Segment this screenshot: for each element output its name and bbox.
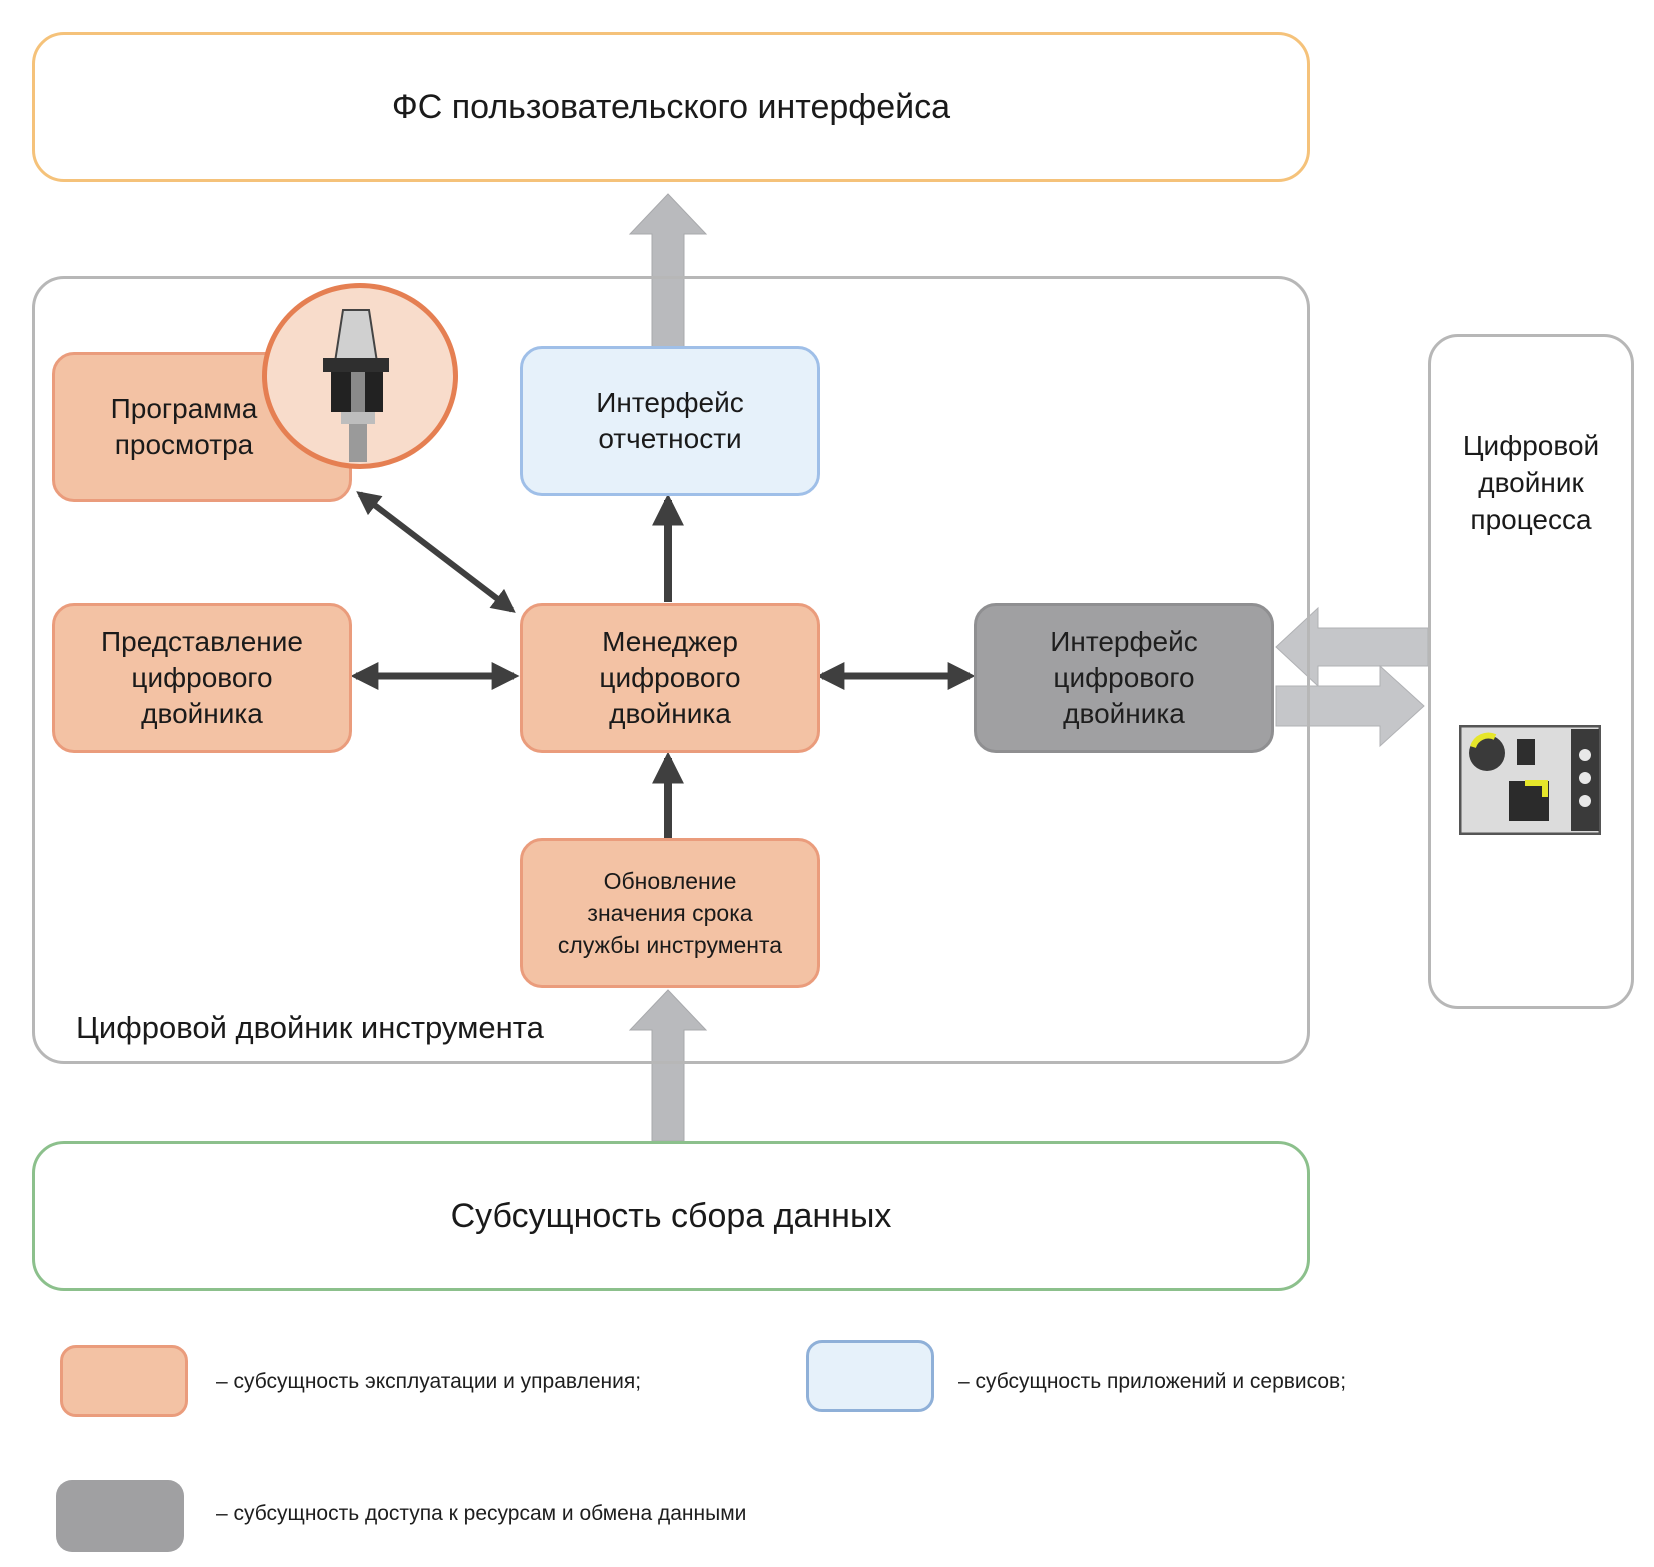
tool-life-update-label-line: значения срока <box>587 900 753 926</box>
legend-swatch-operation <box>60 1345 188 1417</box>
legend-swatch-applications <box>806 1340 934 1412</box>
representation-label-line: Представление <box>101 626 303 657</box>
legend-text-resource: – субсущность доступа к ресурсам и обмен… <box>216 1502 747 1525</box>
manager-label-line: Менеджер <box>602 626 738 657</box>
arrow-viewer-manager <box>356 491 516 613</box>
process-twin-line: процесса <box>1470 504 1592 535</box>
representation-label-line: двойника <box>141 698 263 729</box>
twin-interface-label-line: двойника <box>1063 698 1185 729</box>
legend-text-operation: – субсущность эксплуатации и управления; <box>216 1370 642 1393</box>
process-twin-line: двойник <box>1478 467 1584 498</box>
ui-frame-title: ФС пользовательского интерфейса <box>391 87 951 126</box>
representation-label: Представление цифрового двойника <box>101 624 303 732</box>
process-twin-frame: Цифровой двойник процесса <box>1428 334 1634 1009</box>
tool-life-update-label-line: службы инструмента <box>557 932 783 958</box>
machine-process-icon <box>1456 722 1604 838</box>
arrow-interface-to-process <box>1275 664 1425 748</box>
data-collection-title: Субсущность сбора данных <box>450 1196 892 1235</box>
representation-node[interactable]: Представление цифрового двойника <box>52 603 352 753</box>
twin-interface-node[interactable]: Интерфейс цифрового двойника <box>974 603 1274 753</box>
tool-twin-frame <box>32 276 1310 1064</box>
arrow-reporting-to-ui <box>628 193 708 349</box>
arrow-process-to-interface <box>1275 606 1429 688</box>
tool-life-update-label-line: Обновление <box>603 868 737 894</box>
reporting-label: Интерфейс отчетности <box>596 385 744 457</box>
manager-label-line: цифрового <box>599 662 741 693</box>
twin-interface-label: Интерфейс цифрового двойника <box>1050 624 1198 732</box>
manager-label: Менеджер цифрового двойника <box>599 624 740 732</box>
viewer-label: Программа просмотра <box>111 391 258 463</box>
data-collection-frame: Субсущность сбора данных <box>32 1141 1310 1291</box>
reporting-label-line: Интерфейс <box>596 387 744 418</box>
viewer-label-line: Программа <box>110 393 258 424</box>
tool-twin-title: Цифровой двойник инструмента <box>76 1010 544 1045</box>
tool-life-update-node[interactable]: Обновление значения срока службы инструм… <box>520 838 820 988</box>
viewer-label-line: просмотра <box>114 429 254 460</box>
manager-label-line: двойника <box>609 698 731 729</box>
tool-holder-icon <box>262 283 458 469</box>
twin-interface-label-line: цифрового <box>1053 662 1195 693</box>
manager-node[interactable]: Менеджер цифрового двойника <box>520 603 820 753</box>
process-twin-title: Цифровой двойник процесса <box>1431 427 1631 538</box>
twin-interface-label-line: Интерфейс <box>1050 626 1198 657</box>
legend-text-applications: – субсущность приложений и сервисов; <box>958 1370 1347 1393</box>
reporting-label-line: отчетности <box>598 423 742 454</box>
reporting-node[interactable]: Интерфейс отчетности <box>520 346 820 496</box>
legend-swatch-resource <box>56 1480 184 1552</box>
representation-label-line: цифрового <box>131 662 273 693</box>
arrow-data-to-update <box>628 989 708 1142</box>
process-twin-line: Цифровой <box>1462 430 1600 461</box>
ui-frame: ФС пользовательского интерфейса <box>32 32 1310 182</box>
tool-life-update-label: Обновление значения срока службы инструм… <box>558 865 782 961</box>
